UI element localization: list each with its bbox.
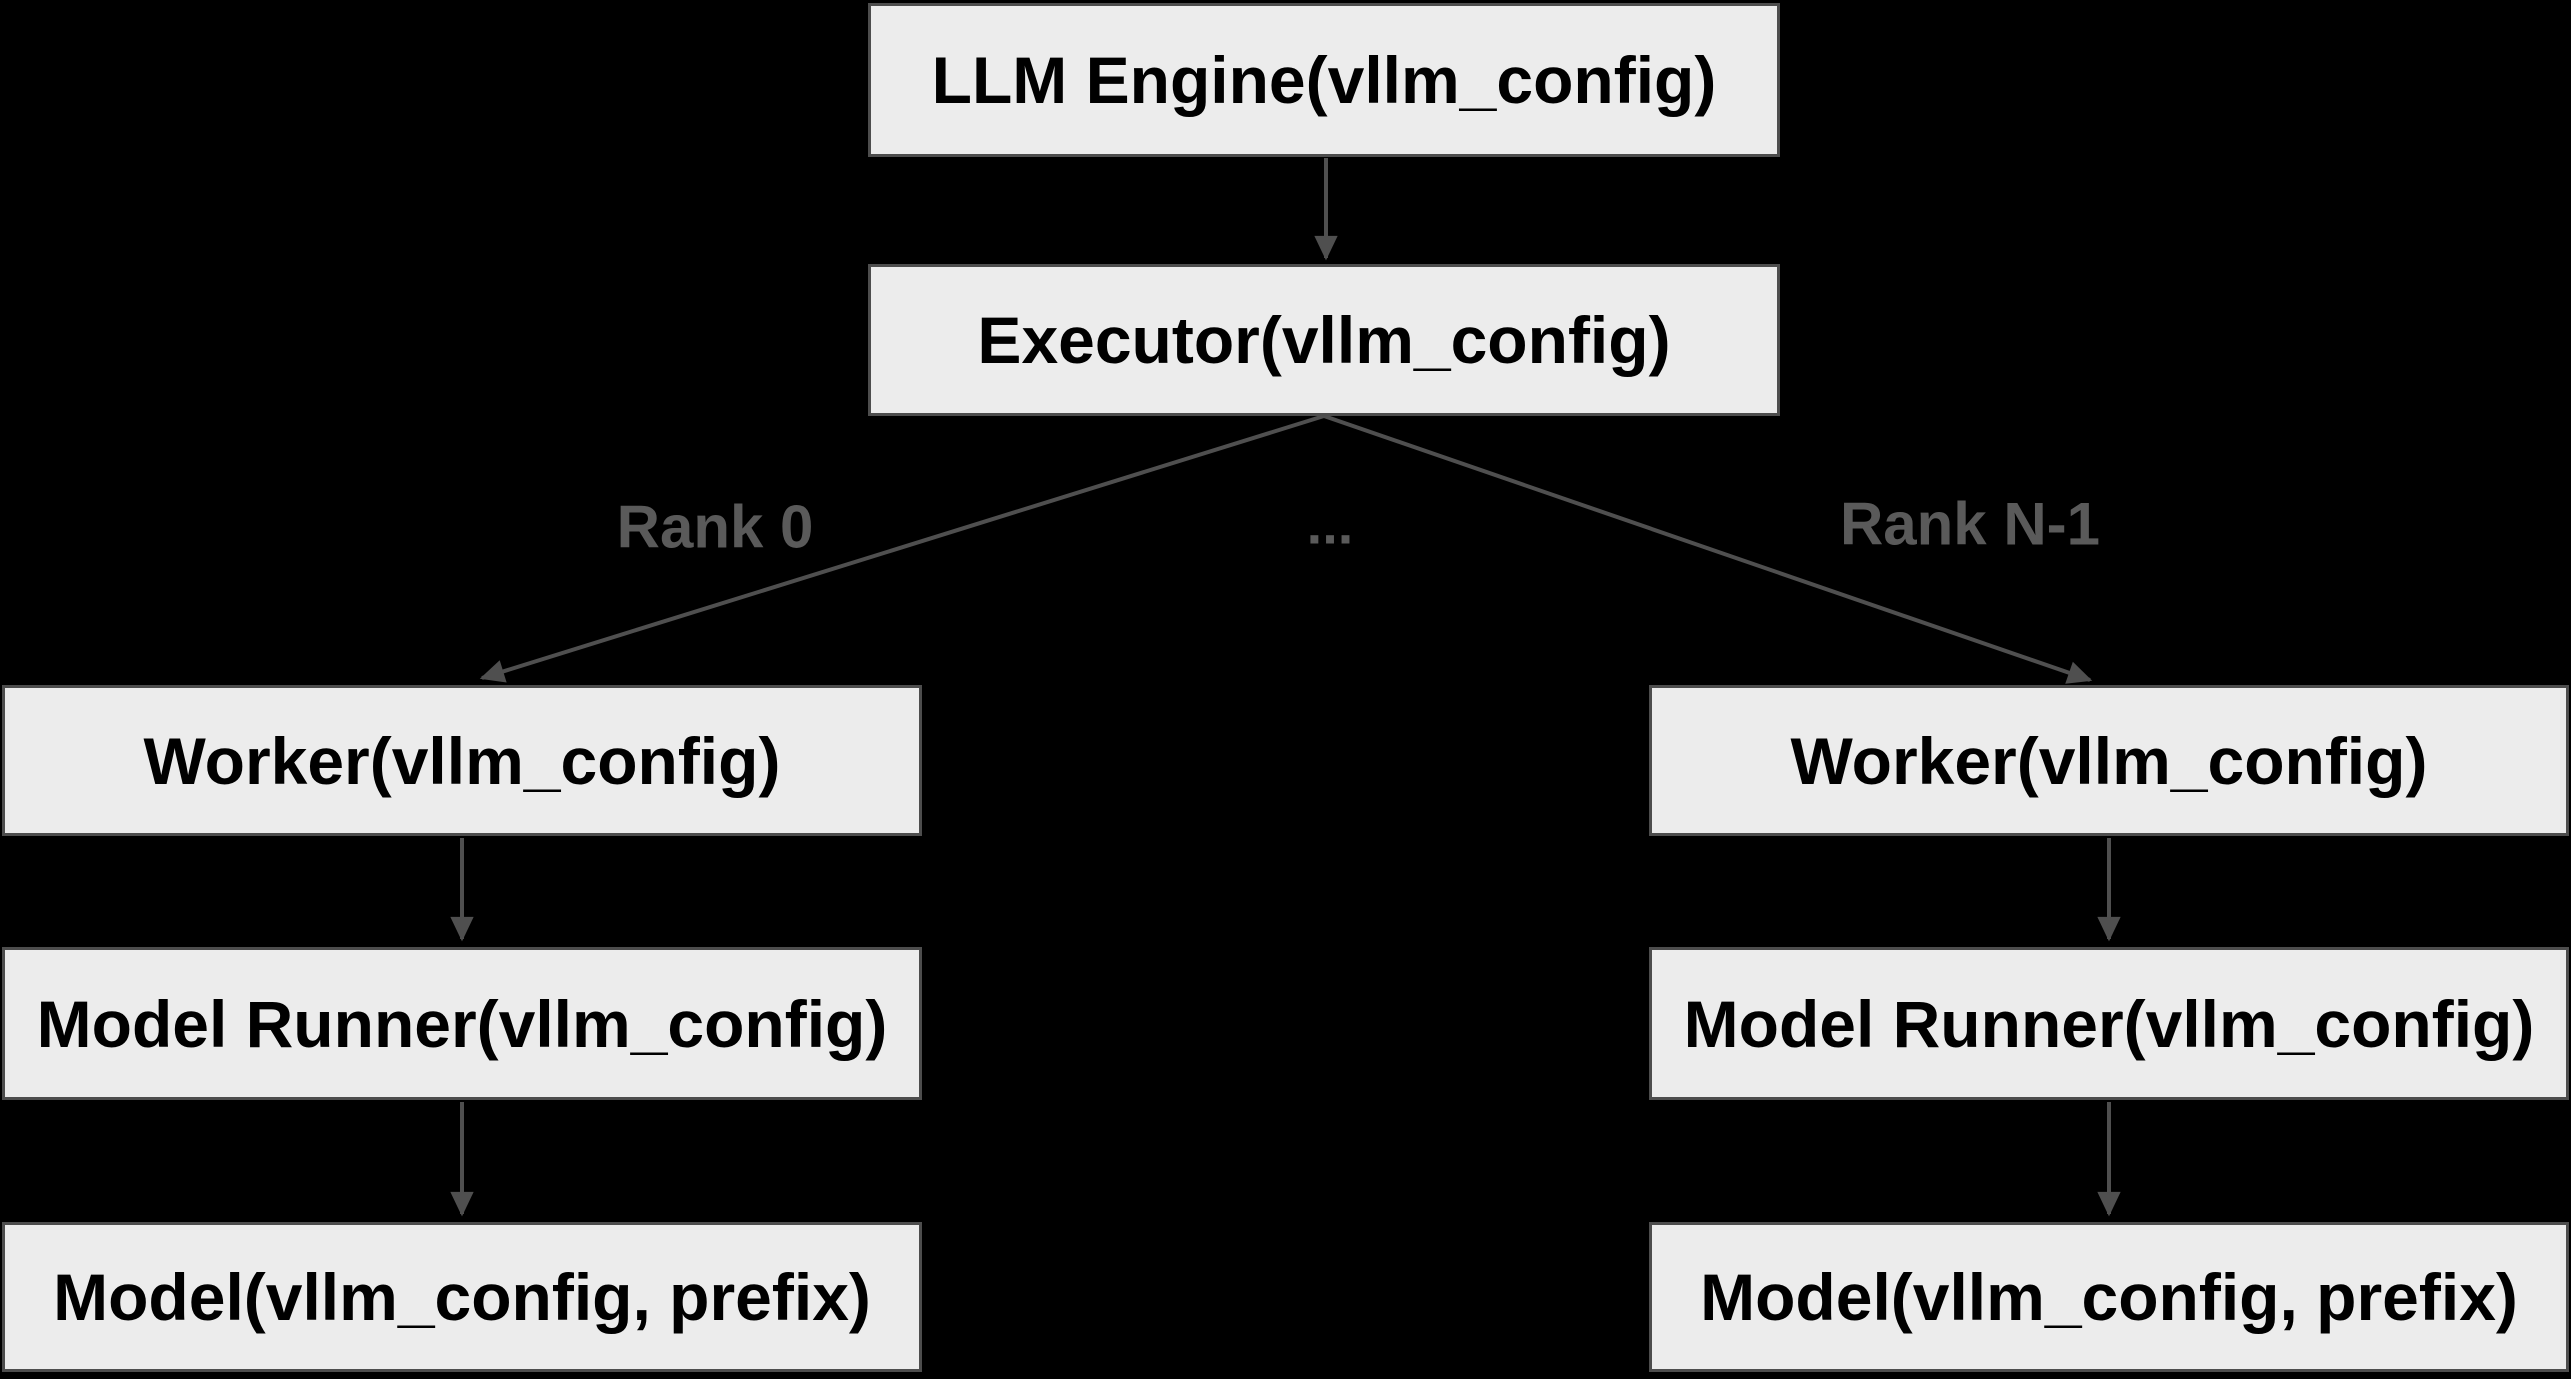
node-model-runner-rank0: Model Runner(vllm_config) xyxy=(2,947,922,1100)
node-model-rank-n-1: Model(vllm_config, prefix) xyxy=(1649,1222,2569,1372)
node-model-rank0: Model(vllm_config, prefix) xyxy=(2,1222,922,1372)
node-llm-engine: LLM Engine(vllm_config) xyxy=(868,3,1780,157)
edge-label-rank0: Rank 0 xyxy=(616,493,814,561)
node-worker-rank0: Worker(vllm_config) xyxy=(2,685,922,836)
node-executor: Executor(vllm_config) xyxy=(868,264,1780,416)
edge-label-ellipsis: ... xyxy=(1306,492,1354,556)
edge-executor-to-worker-left xyxy=(479,414,1325,683)
edge-label-rank-n-1: Rank N-1 xyxy=(1839,490,2101,558)
node-worker-rank-n-1: Worker(vllm_config) xyxy=(1649,685,2569,836)
node-model-runner-rank-n-1: Model Runner(vllm_config) xyxy=(1649,947,2569,1100)
edge-executor-to-worker-right xyxy=(1323,414,2093,684)
